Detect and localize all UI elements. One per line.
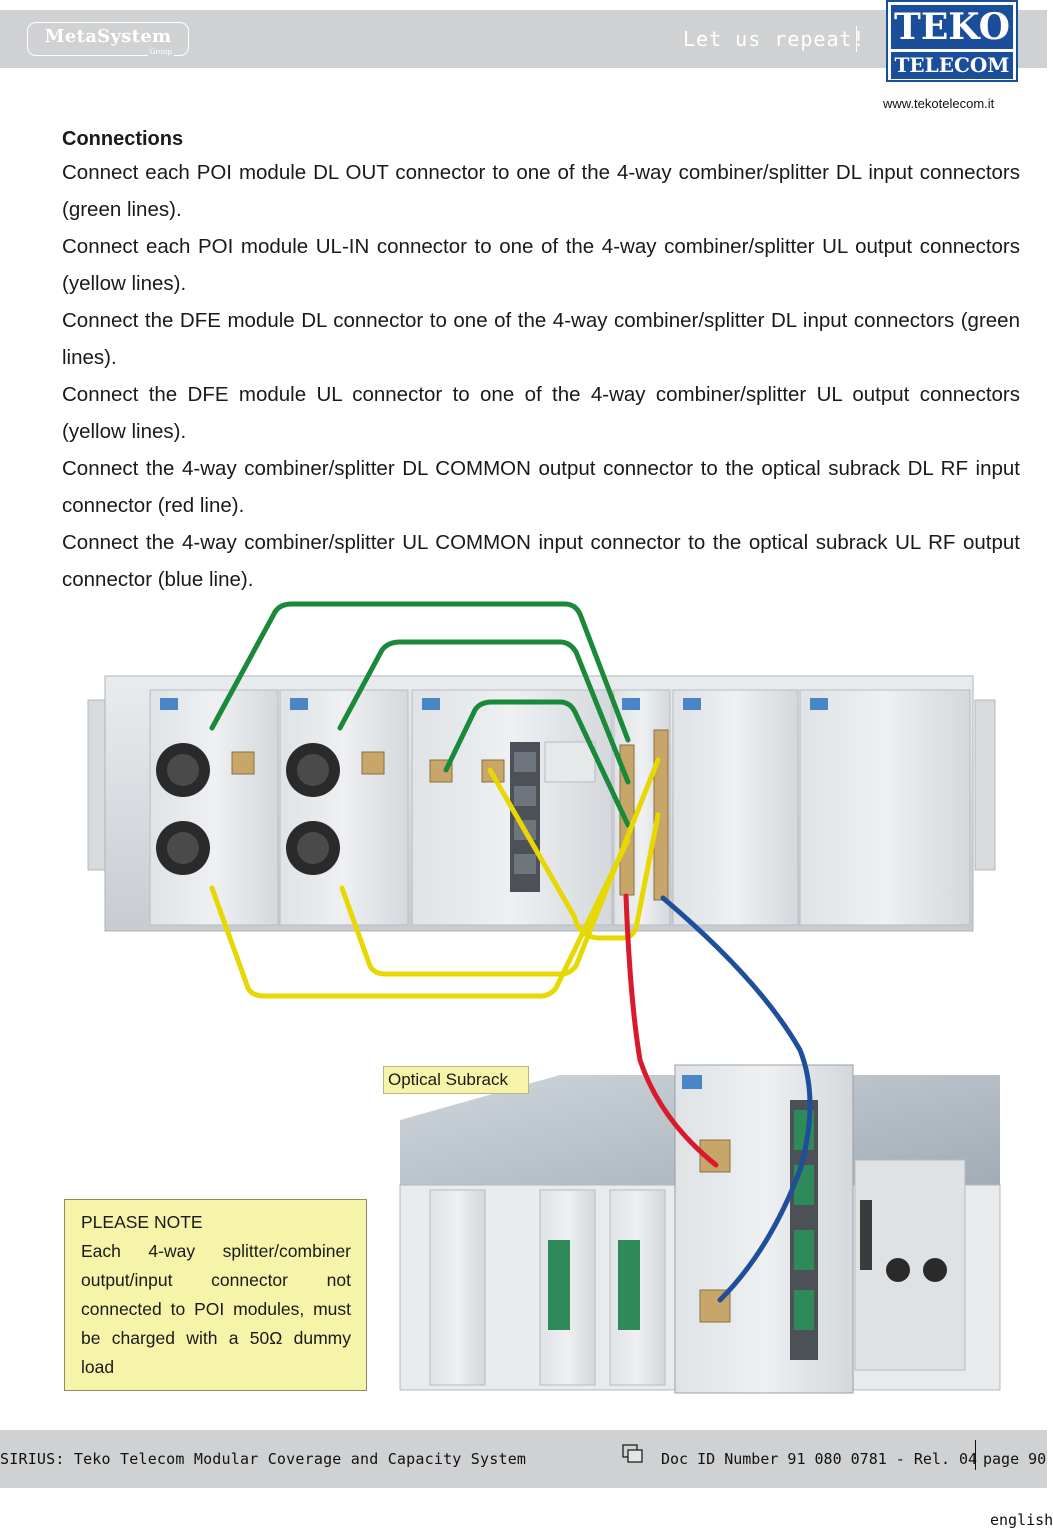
- cables: [209, 601, 813, 1303]
- green-cable-poi2: [337, 639, 631, 785]
- paragraph-poi-dl: Connect each POI module DL OUT connector…: [62, 161, 1020, 221]
- paragraph-poi-ul: Connect each POI module UL-IN connector …: [62, 235, 1020, 295]
- metasystem-logo-group: Group: [147, 48, 174, 56]
- yellow-cable-poi2: [339, 757, 661, 977]
- slogan: Let us repeat!: [683, 27, 866, 51]
- optical-subrack-label: Optical Subrack: [383, 1066, 529, 1094]
- green-cable-poi1: [209, 601, 631, 743]
- footer-system-name: SIRIUS: Teko Telecom Modular Coverage an…: [0, 1450, 527, 1468]
- metasystem-logo-name: MetaSystem: [44, 26, 172, 47]
- green-cable-dfe: [443, 699, 631, 828]
- footer-divider: [975, 1440, 976, 1470]
- paragraph-dfe-dl: Connect the DFE module DL connector to o…: [62, 309, 1020, 369]
- yellow-cable-poi1: [209, 837, 631, 999]
- note-title: PLEASE NOTE: [81, 1212, 203, 1232]
- language-label: english: [990, 1511, 1053, 1529]
- blue-cable-ul-common: [660, 895, 813, 1303]
- teko-telecom-logo: TEKO TELECOM: [886, 0, 1018, 82]
- paragraph-ul-common: Connect the 4-way combiner/splitter UL C…: [62, 531, 1020, 591]
- yellow-cable-dfe: [487, 767, 661, 941]
- footer-band: SIRIUS: Teko Telecom Modular Coverage an…: [0, 1430, 1047, 1488]
- connection-diagram-svg: [87, 601, 1001, 1394]
- please-note-box: PLEASE NOTE Each 4-way splitter/combiner…: [64, 1199, 367, 1391]
- document-icon: [622, 1444, 643, 1463]
- website-link[interactable]: www.tekotelecom.it: [883, 96, 995, 111]
- section-title: Connections: [62, 128, 184, 150]
- optical-subrack: [399, 1064, 1001, 1394]
- poi-subrack: [87, 675, 996, 932]
- connection-diagram-figure: [60, 600, 1010, 1400]
- note-text: Each 4-way splitter/combiner output/inpu…: [81, 1241, 351, 1377]
- red-cable-dl-common: [623, 893, 719, 1168]
- paragraph-dfe-ul: Connect the DFE module UL connector to o…: [62, 383, 1020, 443]
- footer-page-number: page 90: [983, 1450, 1047, 1468]
- header-divider: [856, 26, 857, 52]
- teko-logo-bottom: TELECOM: [891, 52, 1013, 79]
- teko-logo-top: TEKO: [891, 5, 1013, 49]
- paragraph-dl-common: Connect the 4-way combiner/splitter DL C…: [62, 457, 1020, 517]
- header-band: [0, 10, 1047, 68]
- connections-section: Connections Connect each POI module DL O…: [62, 124, 1020, 598]
- footer-doc-id: Doc ID Number 91 080 0781 - Rel. 04: [661, 1450, 978, 1468]
- metasystem-logo: MetaSystem Group: [27, 22, 189, 56]
